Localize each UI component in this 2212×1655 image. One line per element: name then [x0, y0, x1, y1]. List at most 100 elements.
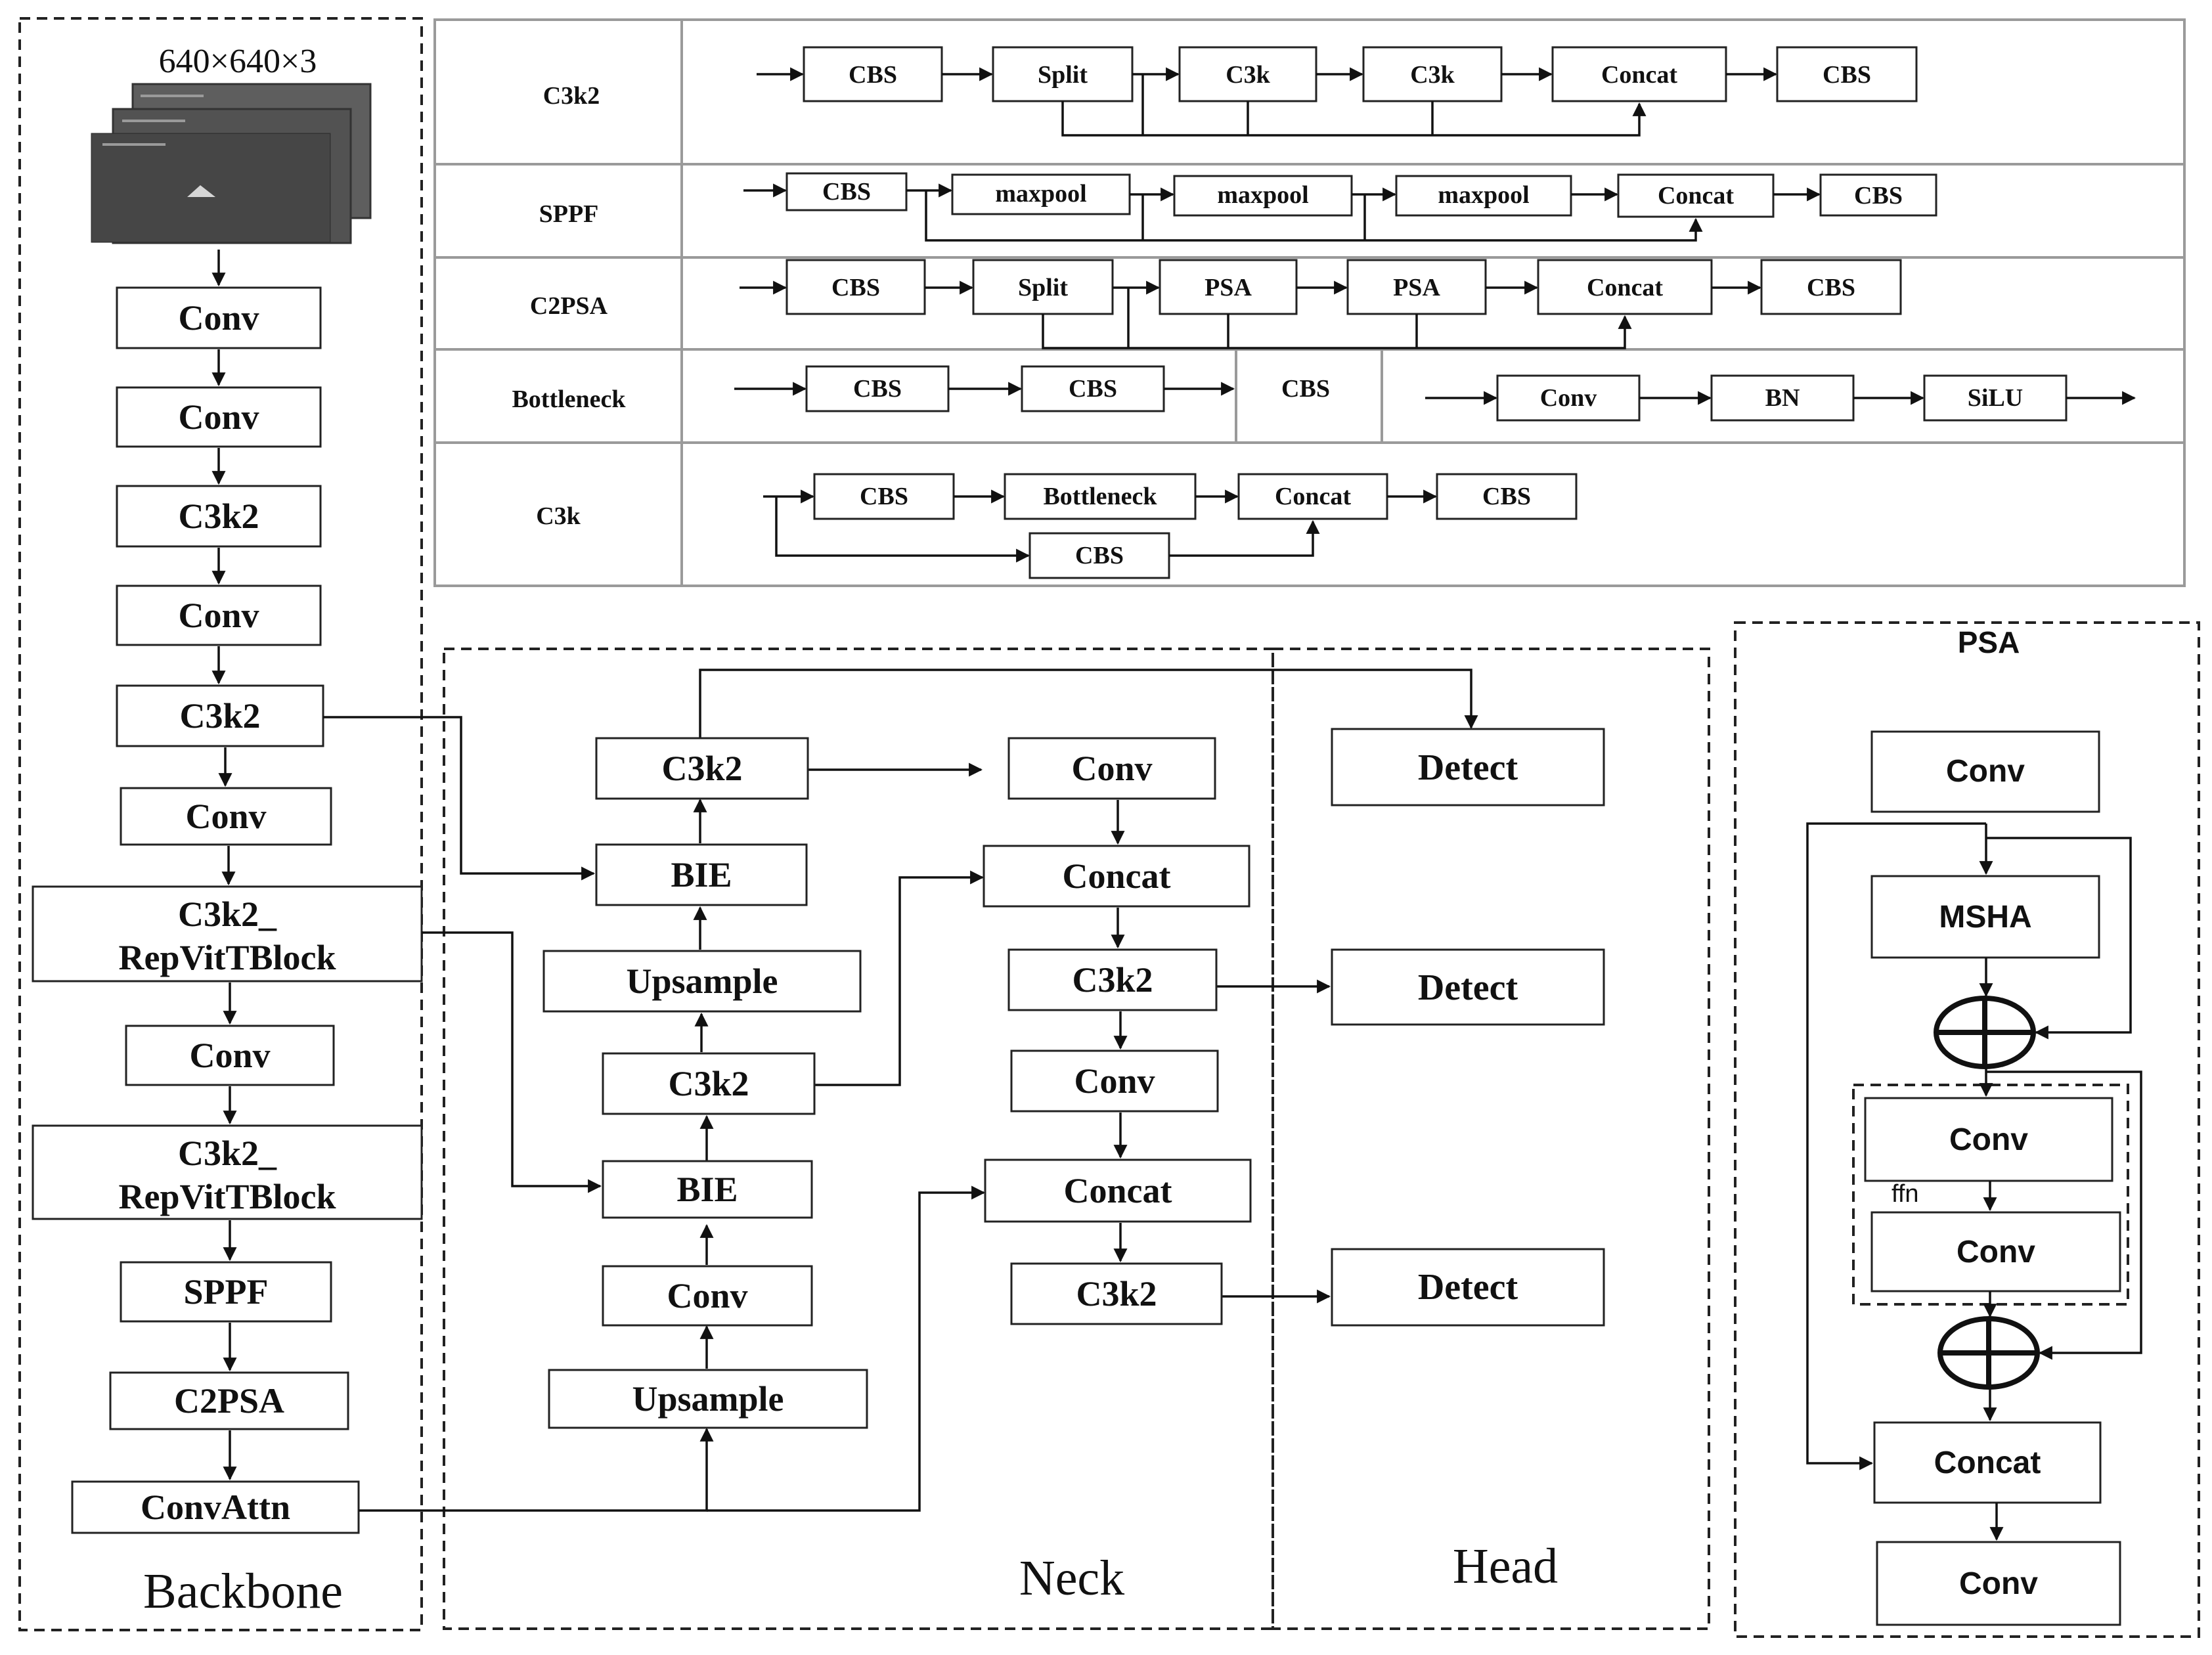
- neck-conv-down-2-label: Conv: [1074, 1061, 1155, 1101]
- neck-c3k2-down-2-label: C3k2: [1076, 1274, 1157, 1313]
- psa-frame: [1734, 621, 2200, 1638]
- backbone-layer-sppf-label: SPPF: [184, 1272, 269, 1312]
- sppf-row-block-label: maxpool: [995, 180, 1086, 208]
- c3k2-row-block-label: CBS: [849, 61, 897, 89]
- backbone-layer-convattn: [71, 1480, 360, 1534]
- psa-conv-out-label: Conv: [1959, 1566, 2038, 1601]
- cbs-definition-block-label: SiLU: [1968, 384, 2023, 412]
- psa-conv-out: [1876, 1541, 2121, 1626]
- bottleneck-row-block-label: CBS: [853, 375, 902, 403]
- sppf-row-block-label: CBS: [822, 178, 871, 206]
- head-detect-3-label: Detect: [1418, 1267, 1518, 1308]
- cross-connections: [323, 669, 1478, 1512]
- sppf-row-block: [1617, 173, 1775, 218]
- c3k-row-block: [1004, 473, 1197, 520]
- c3k2-row-block: [1776, 46, 1918, 102]
- c2psa-row-block: [1346, 259, 1487, 315]
- bottleneck-row-block: [805, 365, 950, 412]
- neck-bie-2: [595, 843, 808, 906]
- head-detect-1: [1331, 728, 1605, 806]
- psa-msha: [1870, 875, 2100, 959]
- backbone-layer-c2psa: [109, 1371, 349, 1430]
- c3k-row-block-label: Concat: [1275, 483, 1351, 510]
- neck-concat-1: [983, 845, 1250, 908]
- c3k2-module-flow: CBS Split C3k C3k Concat CBS: [757, 46, 1918, 137]
- backbone-arrows: [211, 250, 237, 1481]
- backbone-layer-conv-1-label: Conv: [178, 298, 259, 338]
- module-name-c2psa: C2PSA: [530, 292, 608, 320]
- neck-conv-down-2: [1010, 1049, 1219, 1113]
- c2psa-row-block: [1760, 259, 1902, 315]
- bottleneck-row-block-label: CBS: [1069, 375, 1117, 403]
- neck-upsample-1-label: Upsample: [632, 1379, 784, 1419]
- neck-conv-down-1: [1007, 737, 1216, 800]
- backbone-layer-convattn-label: ConvAttn: [141, 1488, 290, 1527]
- backbone-layer-c3k2-1: [116, 485, 322, 548]
- psa-arrows: [1806, 822, 2142, 1541]
- sppf-row-block-label: Concat: [1658, 182, 1734, 210]
- c3k2-row-block: [1551, 46, 1727, 102]
- neck-concat-2: [984, 1158, 1252, 1223]
- neck-bie-1-label: BIE: [676, 1170, 738, 1209]
- c3k-row-block-label: CBS: [1482, 483, 1531, 510]
- backbone-layer-c3k2-repvit-2-label: C3k2_RepVitTBlock: [118, 1134, 336, 1216]
- module-name-bottleneck: Bottleneck: [512, 386, 626, 413]
- backbone-layer-conv-3-label: Conv: [178, 596, 259, 635]
- psa-add-2: [1937, 1316, 2040, 1390]
- c2psa-row-block-label: PSA: [1393, 274, 1440, 301]
- neck-c3k2-up-2-label: C3k2: [661, 749, 742, 788]
- neck-c3k2-up-1-label: C3k2: [668, 1064, 749, 1103]
- cbs-definition-flow: Conv BN SiLU: [1425, 374, 2136, 422]
- c2psa-row-block: [972, 259, 1114, 315]
- sppf-row-block: [1173, 175, 1353, 217]
- sppf-module-flow: CBS maxpool maxpool maxpool Concat CBS: [743, 172, 1937, 242]
- backbone-layer-sppf: [120, 1261, 332, 1323]
- neck-conv-up: [602, 1265, 813, 1327]
- head-detect-3: [1331, 1248, 1605, 1327]
- backbone-layer-conv-2: [116, 386, 322, 448]
- neck-arrows: [693, 798, 1128, 1369]
- backbone-layer-c3k2-2: [116, 684, 324, 747]
- c3k-row-block-label: Bottleneck: [1043, 483, 1157, 510]
- c3k-skip-block-label: CBS: [1075, 542, 1124, 569]
- head-section-label: Head: [1453, 1539, 1558, 1594]
- module-table: C3k2 SPPF C2PSA Bottleneck C3k CBS Split…: [433, 18, 2186, 587]
- c3k2-row-block-label: C3k: [1410, 61, 1455, 89]
- neck-c3k2-down-2: [1010, 1262, 1223, 1325]
- neck-c3k2-down-1-label: C3k2: [1072, 960, 1153, 1000]
- psa-concat: [1873, 1421, 2102, 1504]
- c3k2-row-block-label: CBS: [1823, 61, 1871, 89]
- c3k2-row-block-label: C3k: [1226, 61, 1270, 89]
- module-name-sppf: SPPF: [539, 200, 599, 228]
- sppf-row-block: [1395, 175, 1572, 217]
- c2psa-row-block: [1537, 259, 1713, 315]
- psa-conv-top: [1870, 730, 2100, 813]
- c2psa-row-block-label: Split: [1018, 274, 1068, 301]
- neck-conv-up-label: Conv: [667, 1276, 747, 1315]
- module-name-c3k2: C3k2: [543, 82, 600, 110]
- backbone-layer-c3k2-1-label: C3k2: [178, 496, 259, 536]
- neck-concat-1-label: Concat: [1063, 856, 1171, 896]
- neck-bie-1: [602, 1160, 813, 1219]
- head-detect-2: [1331, 948, 1605, 1026]
- backbone-layer-c2psa-label: C2PSA: [174, 1381, 284, 1421]
- c2psa-row-block-label: Concat: [1587, 274, 1663, 301]
- c2psa-row-block-label: CBS: [831, 274, 880, 301]
- cbs-definition-block: [1710, 374, 1855, 422]
- c3k-skip-block: [1029, 532, 1170, 579]
- neck-upsample-2: [542, 950, 862, 1013]
- c2psa-row-block-label: PSA: [1205, 274, 1252, 301]
- backbone-layer-conv-4: [120, 787, 332, 846]
- sppf-row-block-label: maxpool: [1217, 181, 1308, 209]
- backbone-layer-conv-1: [116, 286, 322, 349]
- sppf-row-block-label: CBS: [1854, 182, 1903, 210]
- backbone-layer-c3k2-repvit-2: [32, 1124, 423, 1220]
- cbs-definition-block-label: BN: [1765, 384, 1800, 412]
- backbone-input-size: 640×640×3: [159, 43, 317, 80]
- c3k2-row-block: [803, 46, 943, 102]
- c2psa-module-flow: CBS Split PSA PSA Concat CBS: [740, 259, 1902, 349]
- neck-c3k2-up-1: [602, 1052, 816, 1115]
- psa-add-1: [1934, 996, 2036, 1069]
- backbone-layer-c3k2-repvit-1-label: C3k2_RepVitTBlock: [118, 894, 336, 977]
